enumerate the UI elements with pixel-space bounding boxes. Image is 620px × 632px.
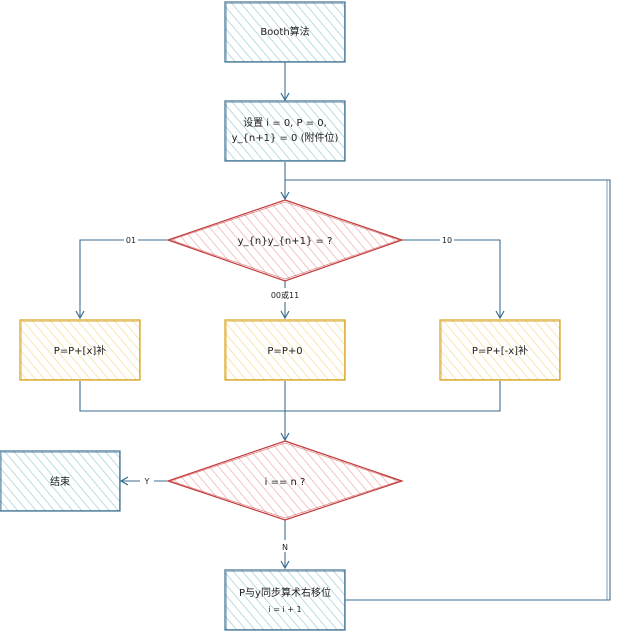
edge-add-x-merge (79, 381, 285, 412)
node-decision-end-label: i == n ? (265, 477, 306, 488)
edge-labels: 01 00或11 10 Y N (124, 234, 454, 552)
node-start: Booth算法 (224, 1, 346, 63)
node-init-label-line1: 设置 i = 0, P = 0, (243, 117, 327, 129)
edge-shift-loop-back (285, 179, 611, 601)
edge-label-00-11: 00或11 (271, 290, 299, 300)
node-decision-end: i == n ? (166, 440, 404, 521)
node-add-zero: P=P+0 (224, 319, 346, 381)
edge-add-neg-x-merge (285, 381, 501, 412)
node-decision-bits: y_{n}y_{n+1} = ? (166, 199, 404, 282)
node-init-label-line2: y_{n+1} = 0 (附件位) (232, 131, 339, 144)
edge-label-no: N (282, 543, 288, 552)
node-end-label: 结束 (50, 475, 70, 488)
node-shift-label-line1: P与y同步算术右移位 (239, 586, 331, 599)
node-shift: P与y同步算术右移位 i = i + 1 (224, 569, 346, 631)
node-shift-label-line2: i = i + 1 (268, 605, 301, 614)
node-add-neg-x-label: P=P+[-x]补 (472, 344, 528, 357)
node-add-neg-x: P=P+[-x]补 (439, 319, 561, 381)
node-start-label: Booth算法 (260, 25, 309, 38)
edge-label-yes: Y (144, 477, 150, 486)
node-end: 结束 (0, 450, 121, 512)
node-decision-bits-label: y_{n}y_{n+1} = ? (238, 236, 333, 247)
node-add-x: P=P+[x]补 (19, 319, 141, 381)
edge-label-01: 01 (126, 236, 136, 245)
edges (75, 62, 611, 601)
node-add-x-label: P=P+[x]补 (54, 344, 107, 357)
edge-label-10: 10 (442, 236, 452, 245)
node-init: 设置 i = 0, P = 0, y_{n+1} = 0 (附件位) (224, 100, 346, 162)
edge-decision-to-add-x (75, 239, 168, 320)
edge-decision-to-add-neg-x (402, 239, 505, 320)
node-add-zero-label: P=P+0 (267, 346, 302, 357)
